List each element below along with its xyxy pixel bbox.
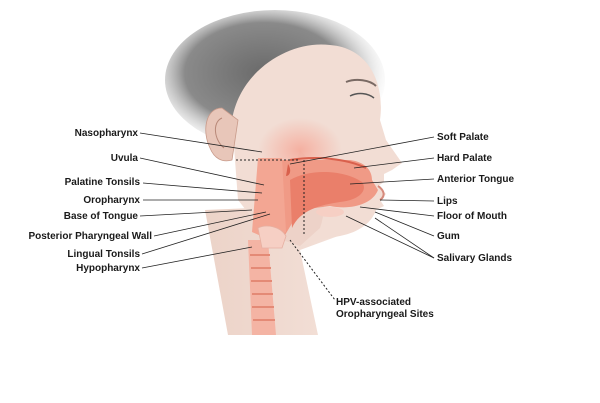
eyebrow	[345, 78, 377, 87]
eye	[349, 92, 375, 99]
ear	[205, 107, 239, 162]
label-floor-of-mouth: Floor of Mouth	[437, 211, 507, 222]
label-posterior-pharyngeal-wall: Posterior Pharyngeal Wall	[28, 231, 152, 242]
hpv-label-line-1: HPV-associated	[336, 297, 411, 308]
labels-right: Soft Palate Hard Palate Anterior Tongue …	[437, 132, 514, 264]
label-lips: Lips	[437, 196, 458, 207]
label-hard-palate: Hard Palate	[437, 153, 492, 164]
hpv-dashed-pointer	[289, 239, 336, 301]
label-palatine-tonsils: Palatine Tonsils	[65, 177, 141, 188]
label-soft-palate: Soft Palate	[437, 132, 489, 143]
label-uvula: Uvula	[111, 153, 139, 164]
label-hypopharynx: Hypopharynx	[76, 263, 140, 274]
label-gum: Gum	[437, 231, 460, 242]
leader-lines-right	[289, 136, 435, 259]
palate	[289, 157, 367, 169]
label-base-of-tongue: Base of Tongue	[64, 211, 139, 222]
label-anterior-tongue: Anterior Tongue	[437, 174, 514, 185]
larynx	[257, 225, 287, 249]
trachea-rings	[250, 254, 275, 321]
label-oropharynx: Oropharynx	[83, 195, 140, 206]
salivary-gland	[316, 207, 344, 217]
labels-left: Nasopharynx Uvula Palatine Tonsils Oroph…	[28, 128, 152, 274]
tongue	[290, 171, 364, 228]
trachea	[248, 240, 276, 335]
lips	[377, 185, 385, 201]
label-lingual-tonsils: Lingual Tonsils	[67, 249, 140, 260]
uvula	[286, 164, 291, 176]
leader-lines-left	[139, 132, 271, 269]
pharynx	[252, 158, 286, 240]
label-nasopharynx: Nasopharynx	[75, 128, 139, 139]
hpv-label: HPV-associated Oropharyngeal Sites	[336, 297, 434, 320]
label-salivary-glands: Salivary Glands	[437, 253, 512, 264]
hpv-label-line-2: Oropharyngeal Sites	[336, 309, 434, 320]
